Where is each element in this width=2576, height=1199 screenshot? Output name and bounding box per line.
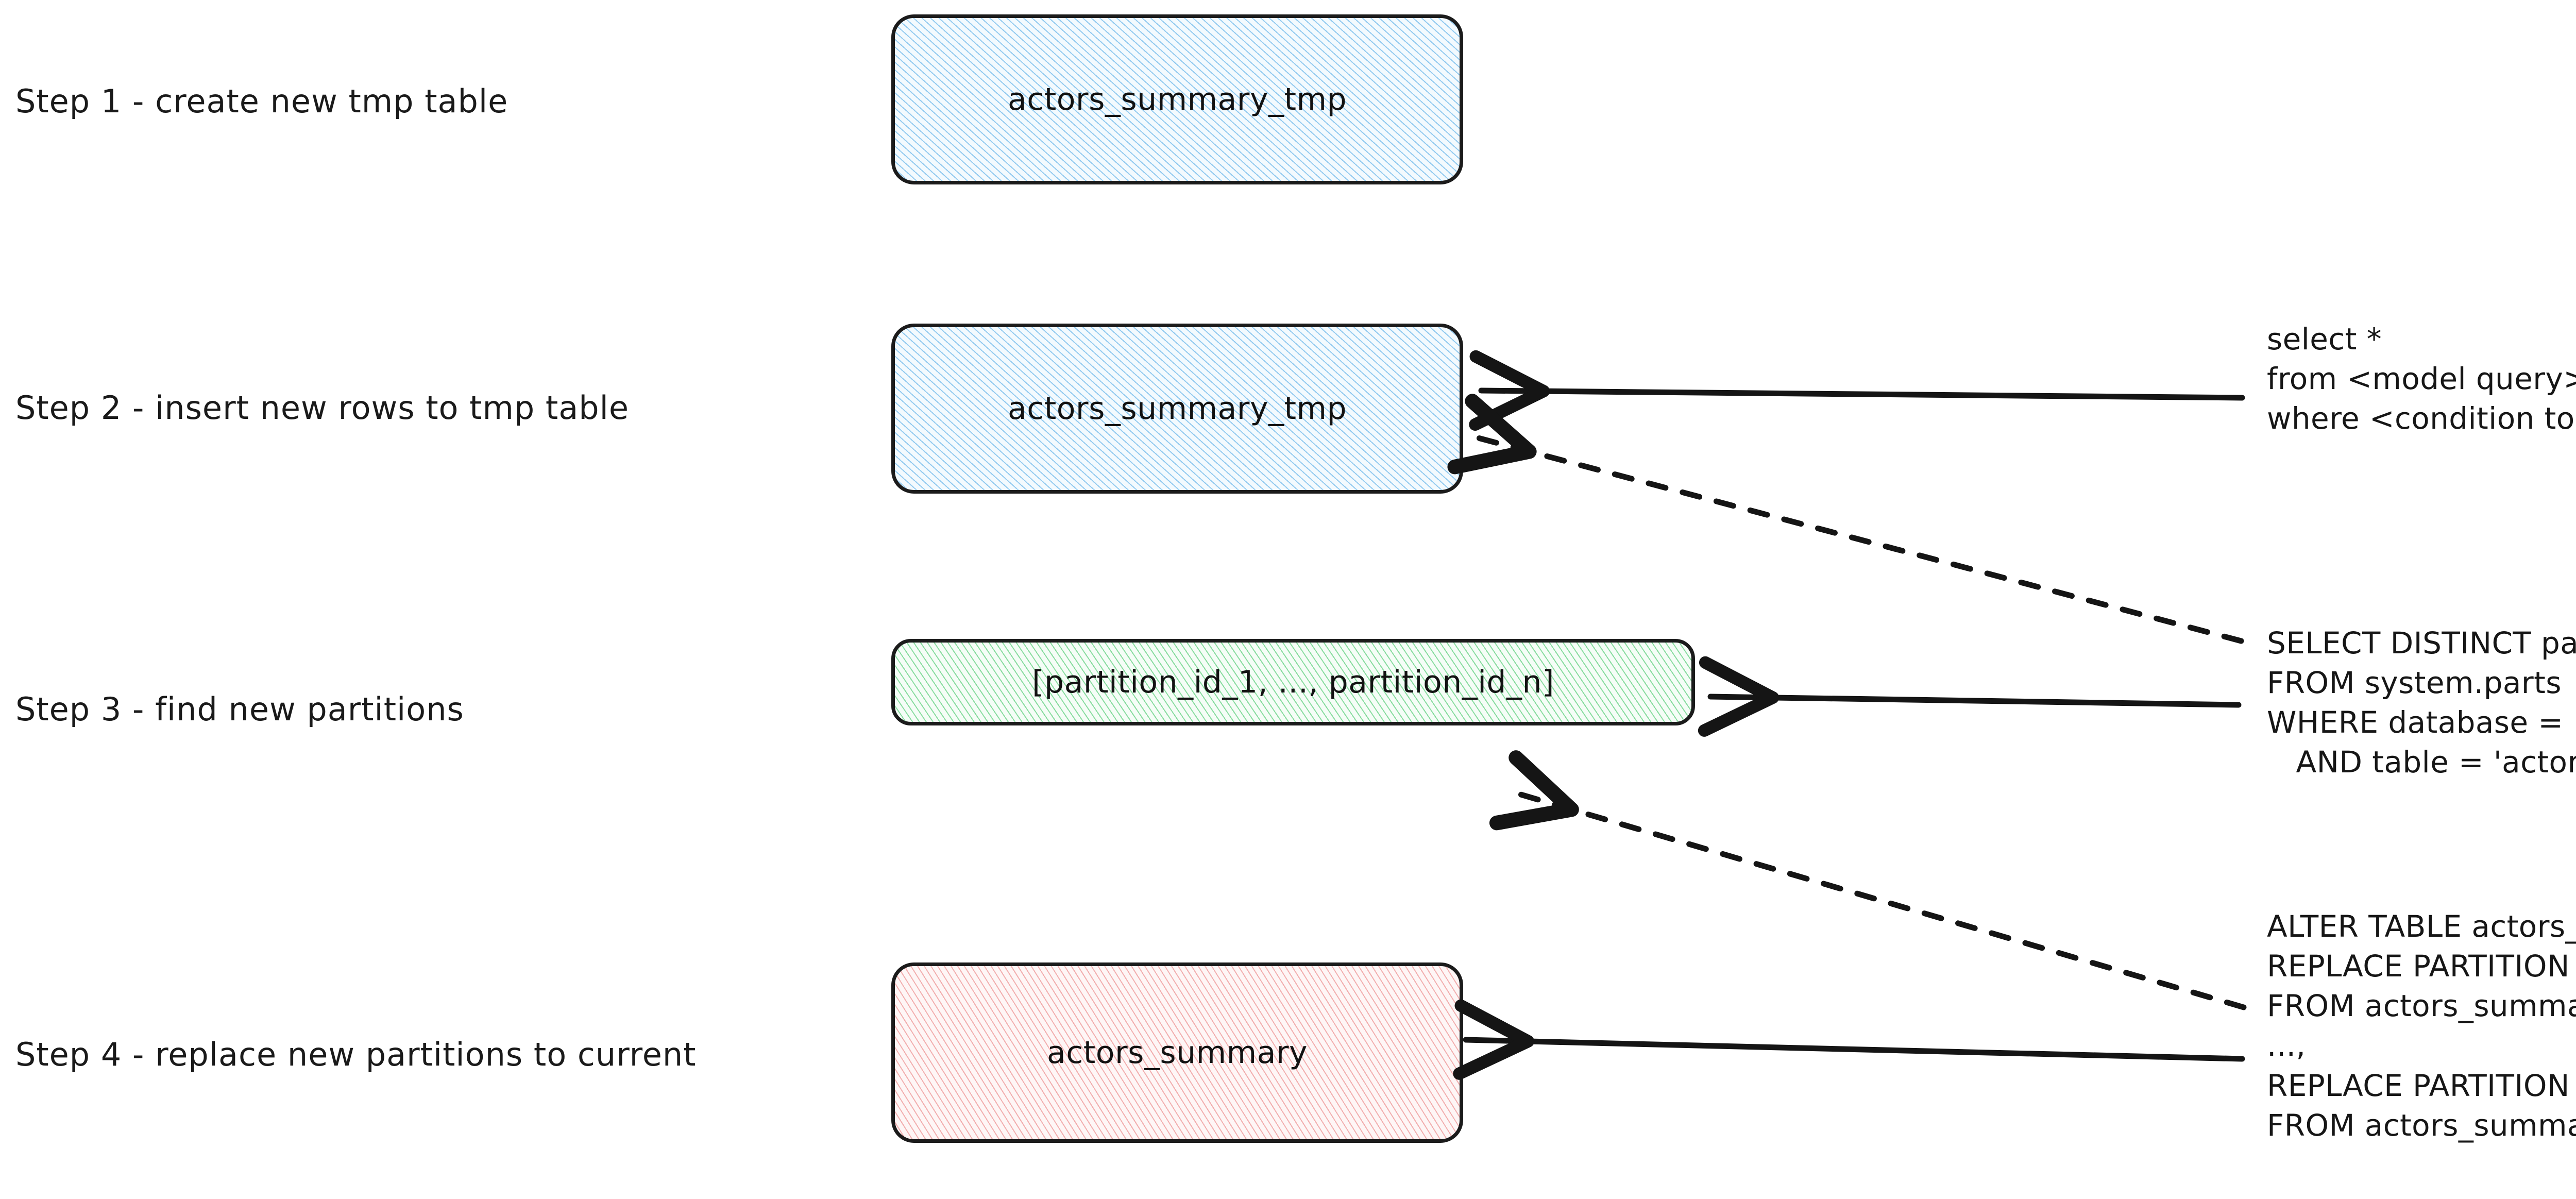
node-partition-list-step3[interactable]: [partition_id_1, ..., partition_id_n] (891, 639, 1695, 725)
edge-findsql-to-tmp2 (1447, 394, 2244, 644)
annotation-line: ALTER TABLE actors_summary (2267, 909, 2576, 944)
annotation-line: REPLACE PARTITION partition_id_n (2267, 1068, 2570, 1103)
annotation-line: ..., (2267, 1028, 2306, 1063)
annotation-sql-replace-partitions: ALTER TABLE actors_summaryREPLACE PARTIT… (2267, 907, 2576, 1145)
annotation-line: where <condition to identify new> (2267, 401, 2575, 436)
step-label-1: Step 1 - create new tmp table (15, 82, 509, 120)
annotation-sql-find-partitions: SELECT DISTINCT partition_idFROM system.… (2267, 623, 2576, 783)
node-label: actors_summary (1046, 1035, 1308, 1071)
node-label: actors_summary_tmp (1007, 81, 1347, 117)
edge-findsql-to-partitions (1698, 656, 2242, 737)
node-label: [partition_id_1, ..., partition_id_n] (1032, 664, 1554, 700)
annotation-line: SELECT DISTINCT partition_id (2267, 626, 2576, 661)
edge-replacesql-to-summary (1453, 999, 2245, 1080)
annotation-line: AND table = 'actors_summary_tmp' (2296, 745, 2576, 780)
node-tmp-table-step1[interactable]: actors_summary_tmp (891, 14, 1463, 184)
step-label-2: Step 2 - insert new rows to tmp table (15, 389, 629, 427)
annotation-line: FROM system.parts (2267, 665, 2562, 701)
step-label-4: Step 4 - replace new partitions to curre… (15, 1036, 697, 1073)
node-actors-summary-step4[interactable]: actors_summary (891, 962, 1463, 1143)
edge-replacesql-to-partitions (1489, 750, 2247, 1010)
edge-insertsql-to-tmp2 (1469, 350, 2245, 431)
annotation-line: FROM actors_summary_tmp, (2267, 1107, 2576, 1143)
node-tmp-table-step2[interactable]: actors_summary_tmp (891, 324, 1463, 494)
step-label-3: Step 3 - find new partitions (15, 690, 464, 728)
annotation-line: WHERE database = <database> (2267, 705, 2576, 740)
annotation-sql-insert: select * from <model query> where <conditi… (2267, 319, 2576, 438)
node-label: actors_summary_tmp (1007, 391, 1347, 427)
annotation-line: select * (2267, 322, 2382, 357)
annotation-line: REPLACE PARTITION partition_id_1 (2267, 949, 2570, 984)
annotation-line: FROM actors_summary_tmp, (2267, 988, 2576, 1024)
annotation-line: from <model query> (2267, 361, 2576, 397)
